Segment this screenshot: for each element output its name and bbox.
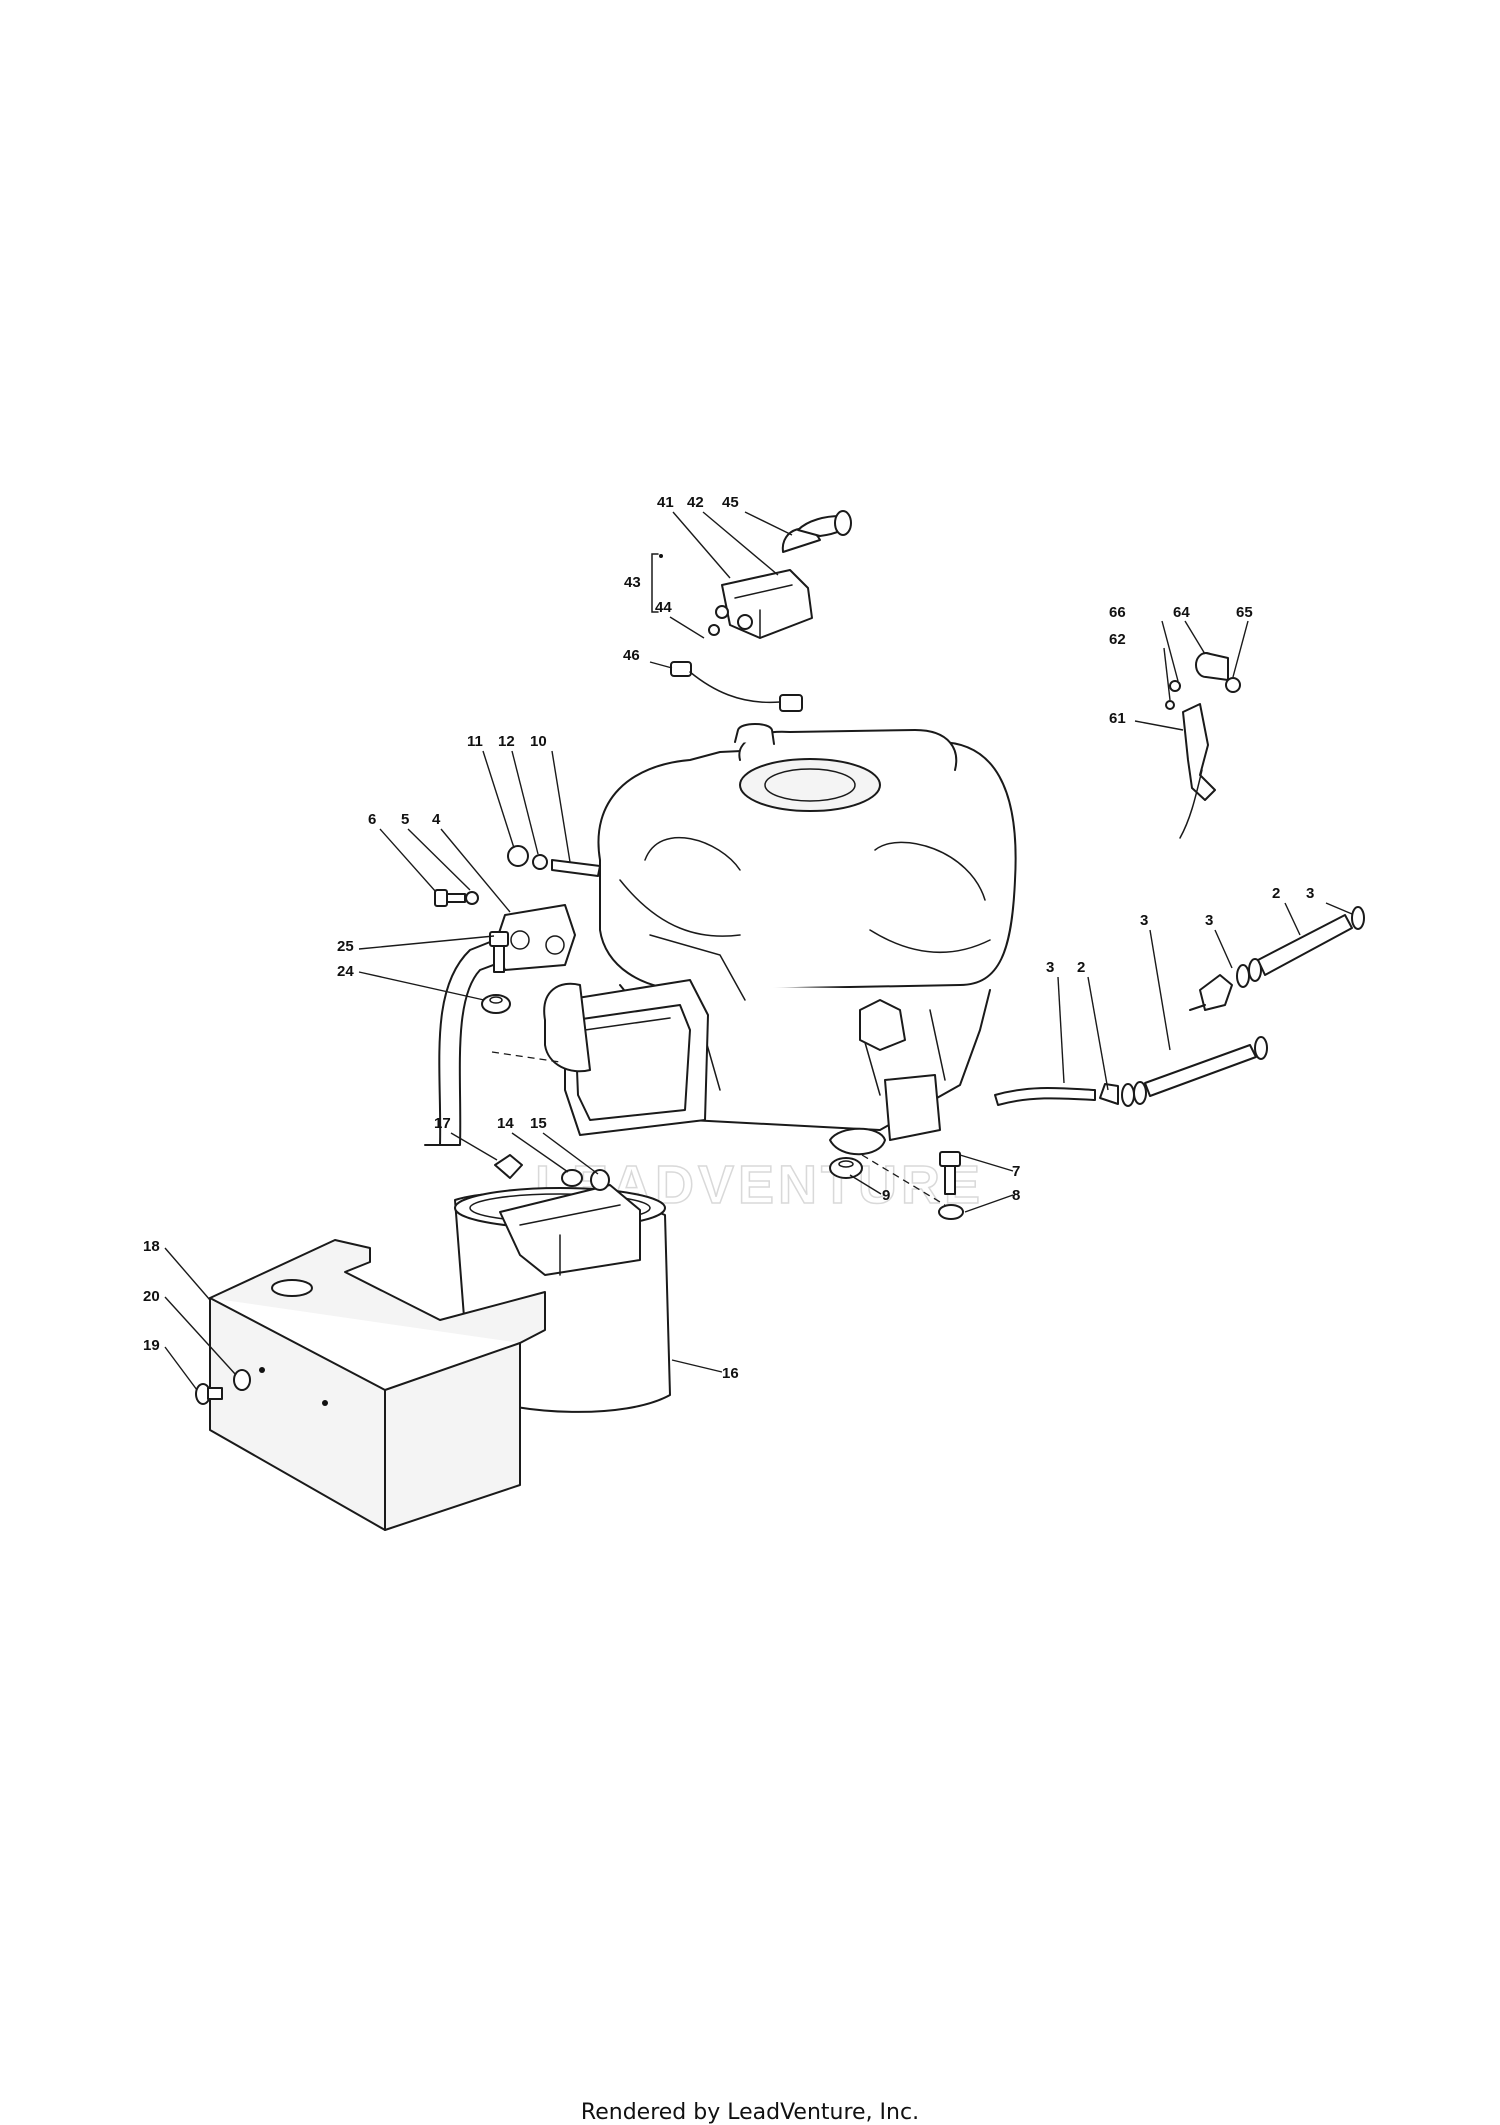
wire-connector-icon [670, 661, 803, 712]
callout-16: 16 [722, 1365, 739, 1382]
callout-17: 17 [434, 1115, 451, 1132]
footer-credit: Rendered by LeadVenture, Inc. [580, 2100, 920, 2125]
callout-3c: 3 [1205, 912, 1213, 929]
callout-18: 18 [143, 1238, 160, 1255]
fuel-pump-icon [1165, 652, 1241, 839]
callout-7: 7 [1012, 1163, 1020, 1180]
callout-12: 12 [498, 733, 515, 750]
callout-64: 64 [1173, 604, 1190, 621]
nut-9-icon [829, 1157, 863, 1179]
callout-62: 62 [1109, 631, 1126, 648]
callout-65: 65 [1236, 604, 1253, 621]
clamp-17-icon [494, 1154, 523, 1179]
bolt-7-icon [939, 1151, 961, 1195]
callout-24: 24 [337, 963, 354, 980]
washer-20-icon [233, 1369, 251, 1391]
bolt-19-icon [195, 1383, 223, 1405]
callout-6: 6 [368, 811, 376, 828]
callout-43: 43 [624, 574, 641, 591]
callout-45: 45 [722, 494, 739, 511]
bolt-25-icon [489, 931, 509, 973]
callout-42: 42 [687, 494, 704, 511]
bolt-14-icon [561, 1169, 610, 1191]
callout-11: 11 [467, 733, 483, 750]
stud-10-icon [507, 845, 601, 877]
callout-5: 5 [401, 811, 409, 828]
callout-19: 19 [143, 1337, 160, 1354]
bracket-43 [651, 553, 659, 613]
callout-2b: 2 [1272, 885, 1280, 902]
bullet-dot [659, 554, 663, 558]
leader-lines [164, 511, 1353, 1391]
callout-4: 4 [432, 811, 441, 828]
exhaust-pipe-icon [424, 904, 576, 1146]
callout-10: 10 [530, 733, 547, 750]
callout-15: 15 [530, 1115, 547, 1132]
bolt-6-icon [434, 889, 479, 907]
callout-8: 8 [1012, 1187, 1020, 1204]
callout-44: 44 [655, 599, 672, 616]
fuel-solenoid-icon [708, 569, 813, 639]
fuel-line-icon [994, 906, 1365, 1107]
callout-3a: 3 [1046, 959, 1054, 976]
callout-25: 25 [337, 938, 354, 955]
callout-3b: 3 [1140, 912, 1148, 929]
callout-41: 41 [657, 494, 674, 511]
nut-24-icon [481, 994, 511, 1014]
callout-14: 14 [497, 1115, 514, 1132]
callout-9: 9 [882, 1187, 890, 1204]
heat-shield-icon [209, 1239, 546, 1531]
washer-8-icon [938, 1204, 964, 1220]
callout-2a: 2 [1077, 959, 1085, 976]
primer-bulb-icon [781, 510, 852, 553]
callout-20: 20 [143, 1288, 160, 1305]
dash-line-2 [861, 1154, 946, 1206]
callout-3d: 3 [1306, 885, 1314, 902]
callout-61: 61 [1109, 710, 1126, 727]
callout-46: 46 [623, 647, 640, 664]
engine-block-icon [543, 723, 1017, 1156]
callout-labels: 41 42 45 43 44 46 66 64 65 62 61 11 12 1… [143, 494, 1314, 1382]
callout-66: 66 [1109, 604, 1126, 621]
